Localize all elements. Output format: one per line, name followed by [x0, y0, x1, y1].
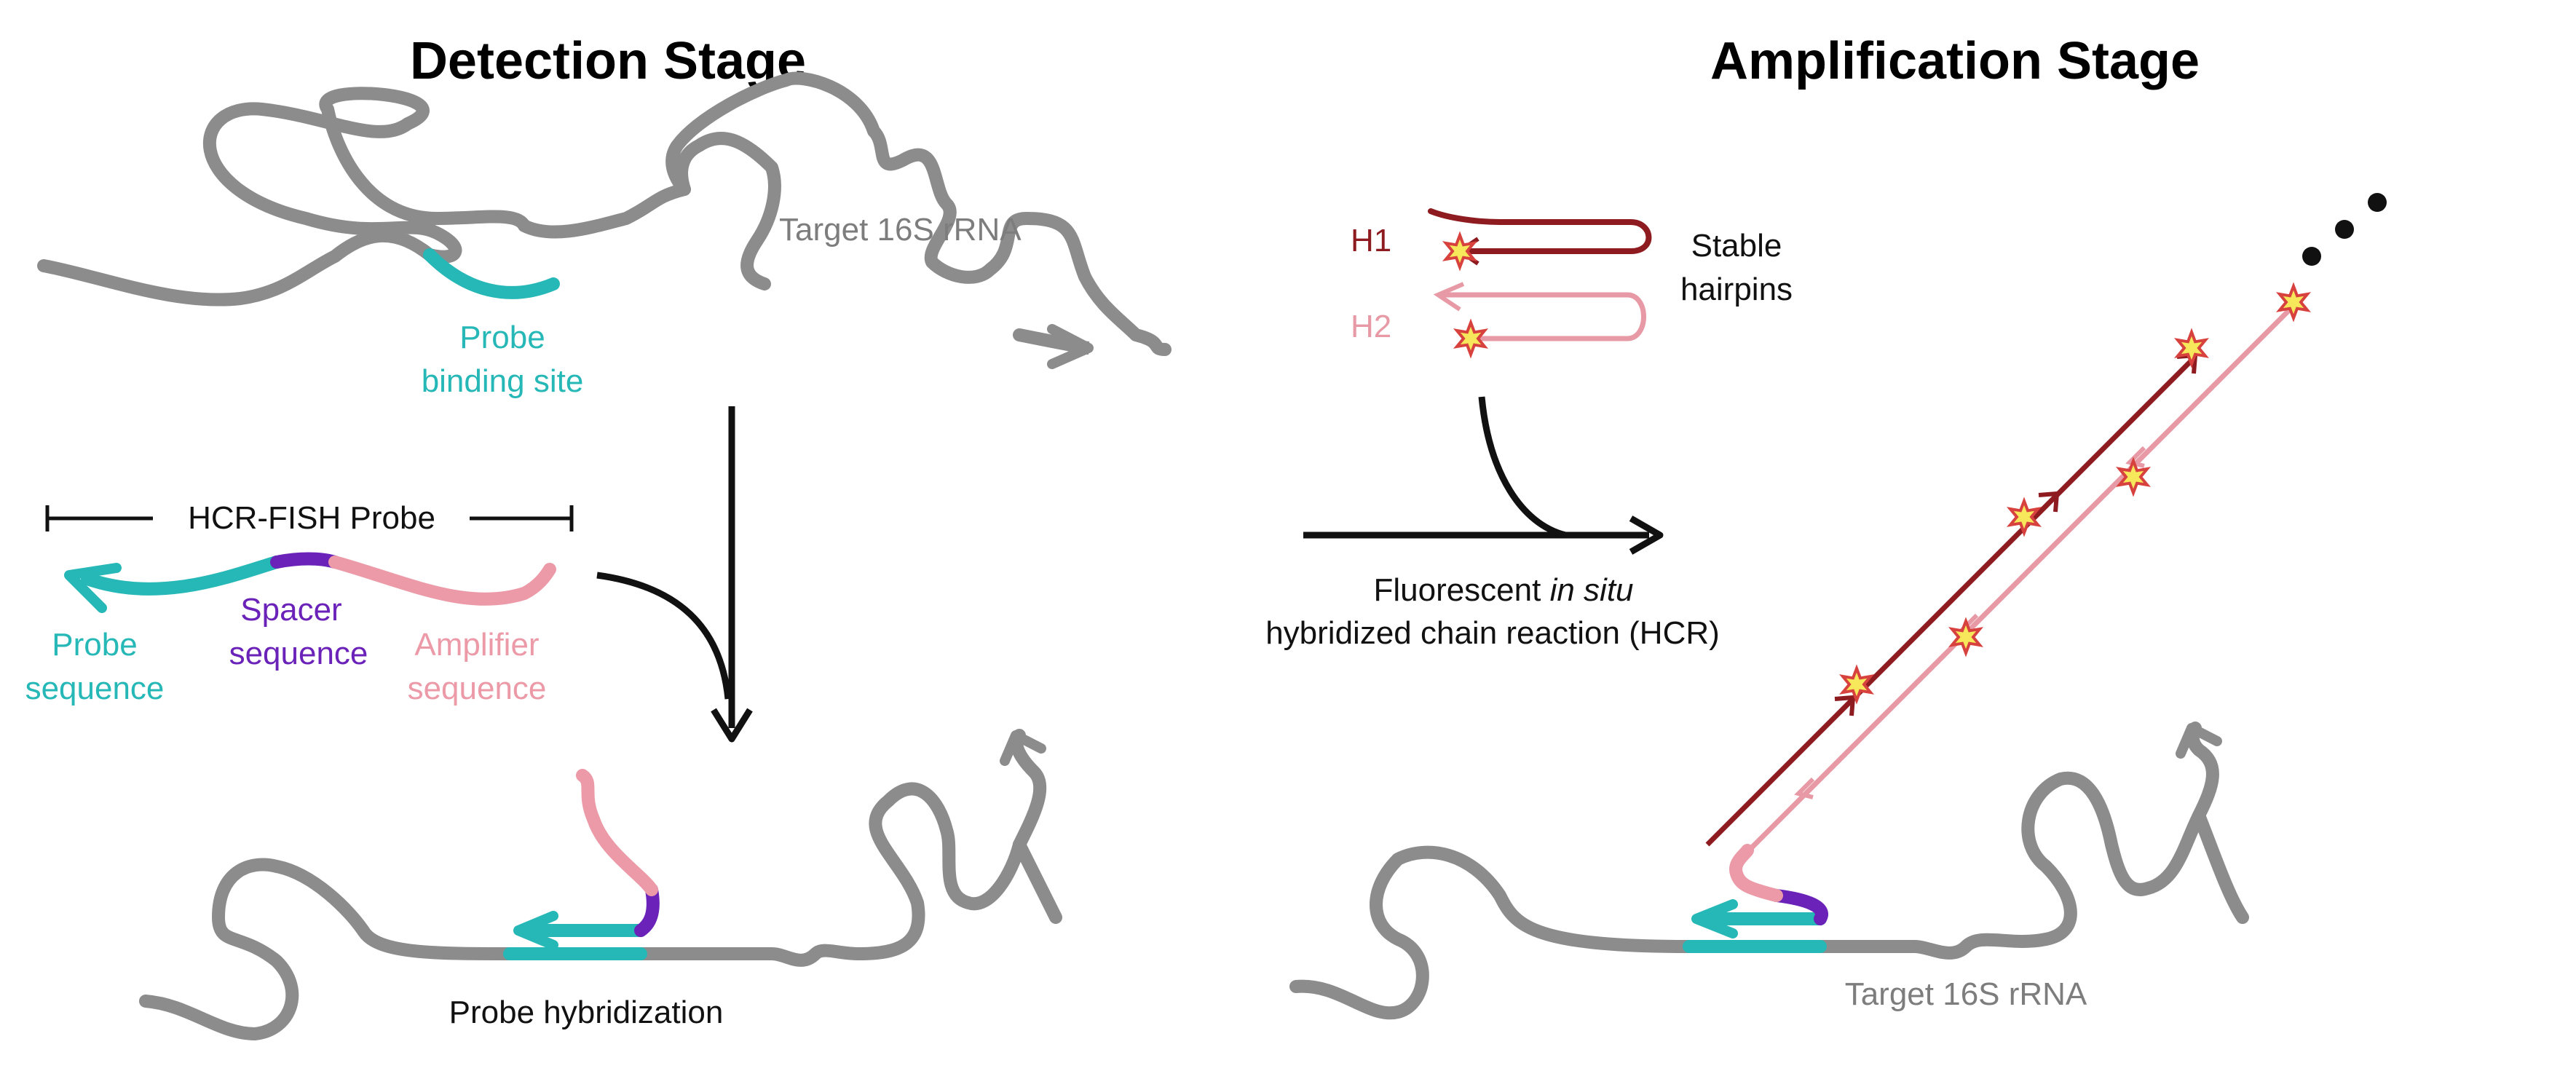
h1-hairpin [1428, 208, 1652, 254]
hcr-label-line-2: hybridized chain reaction (HCR) [1265, 615, 1720, 651]
detection-stage-title: Detection Stage [410, 32, 806, 90]
hcr-label-italic: in situ [1550, 572, 1634, 608]
fluorophore-star [1948, 617, 1984, 657]
amplification-stage-title: Amplification Stage [1710, 32, 2200, 90]
hcr-reaction-arrow [1303, 396, 1664, 555]
target-label-bottom: Target 16S rRNA [1845, 976, 2087, 1012]
target-rna-top [37, 71, 1172, 356]
probe-bracket [45, 505, 574, 531]
amplifier-segment [328, 556, 556, 606]
amplifier-sequence-label-2: sequence [408, 671, 547, 706]
fluorophore-star [1453, 318, 1489, 359]
h2-arrowhead [1433, 282, 1465, 312]
probe-hybridization-label: Probe hybridization [449, 995, 724, 1030]
fluorophore-star [2115, 457, 2152, 497]
amplifier-hybridized-right [1729, 844, 1783, 902]
fluorophore-star [2275, 282, 2312, 323]
target-rna-bottom-left [139, 729, 1062, 1040]
amplifier-sequence-label-1: Amplifier [414, 627, 539, 663]
probe-hybridized-arrowhead-right [1691, 899, 1738, 938]
probe-title: HCR-FISH Probe [188, 500, 435, 536]
fluorophore-star [2173, 328, 2210, 368]
probe-sequence-label-1: Probe [52, 627, 137, 663]
rna-bottom-right-arrowhead [2176, 723, 2222, 759]
spacer-sequence-label-2: sequence [229, 636, 368, 671]
spacer-segment [270, 552, 341, 569]
fluorophore-star [1838, 664, 1875, 705]
probe-binding-site-label-2: binding site [422, 363, 584, 399]
target-rna-bottom-right [1289, 722, 2249, 1020]
hairpins-label-1: Stable [1691, 228, 1782, 264]
probe-hybridized-arrowhead [513, 911, 558, 950]
probe-sequence-label-2: sequence [25, 671, 165, 706]
rna-bottom-left-arrowhead [1000, 730, 1046, 766]
h1-label: H1 [1351, 223, 1391, 258]
fluorophore-star [1442, 231, 1478, 272]
spacer-hybridized-right [1770, 889, 1828, 925]
amplifier-hybridized [576, 769, 658, 896]
probe-sequence-arrowhead [64, 563, 122, 613]
probe-binding-site [423, 248, 560, 299]
fluorophore-stars [1442, 231, 2312, 705]
hcr-label-line-1: Fluorescent in situ [1373, 572, 1633, 608]
rna-top-arrowhead [1047, 324, 1094, 369]
curved-arrow-detection [596, 572, 732, 700]
probe-binding-site-label-1: Probe [459, 320, 545, 355]
h2-hairpin [1442, 292, 1646, 341]
h2-chain-arrowheads [1794, 446, 2146, 799]
fluorophore-star [2006, 497, 2042, 537]
spacer-sequence-label-1: Spacer [240, 592, 341, 628]
continuation-dots [2302, 193, 2387, 266]
hairpins-label-2: hairpins [1680, 272, 1793, 307]
target-label-top: Target 16S rRNA [779, 212, 1022, 248]
hcr-label-prefix: Fluorescent [1373, 572, 1549, 608]
probe-sequence-segment [81, 556, 283, 596]
h1-polymer-strand [1705, 358, 2194, 847]
h2-label: H2 [1351, 309, 1391, 344]
h2-polymer-strand [1745, 300, 2299, 854]
down-arrow [711, 406, 753, 743]
